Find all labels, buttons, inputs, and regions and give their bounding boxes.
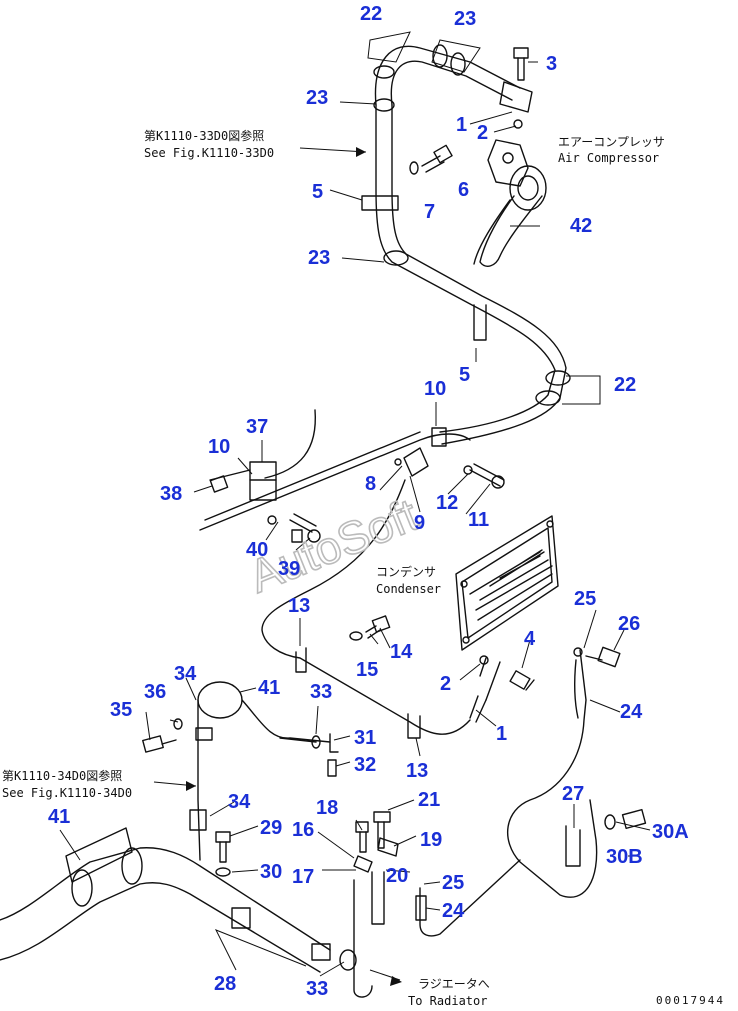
callout-24: 24 — [442, 900, 465, 922]
callout-23: 23 — [308, 247, 330, 269]
callout-14: 14 — [390, 641, 413, 663]
callout-33: 33 — [306, 978, 328, 1000]
callout-24: 24 — [620, 701, 643, 723]
upper-hose — [373, 44, 571, 445]
callout-11: 11 — [468, 509, 489, 531]
callout-4: 4 — [524, 628, 536, 650]
callout-38: 38 — [160, 483, 182, 505]
callout-23: 23 — [454, 8, 476, 30]
callout-18: 18 — [316, 797, 338, 819]
callout-9: 9 — [414, 512, 425, 534]
evap-lines — [199, 409, 471, 531]
callout-30B: 30B — [606, 846, 643, 868]
callout-35: 35 — [110, 699, 132, 721]
callout-26: 26 — [618, 613, 640, 635]
callout-22: 22 — [360, 3, 382, 25]
lower-hose — [0, 827, 357, 973]
radiator-label-jp: ラジエータへ — [418, 977, 490, 991]
callout-17: 17 — [292, 866, 314, 888]
callout-20: 20 — [386, 865, 408, 887]
compressor-label-en: Air Compressor — [558, 151, 659, 165]
callout-30A: 30A — [652, 821, 689, 843]
see-fig-34-jp: 第K1110-34D0図参照 — [2, 768, 122, 783]
callout-12: 12 — [436, 492, 458, 514]
callout-22: 22 — [614, 374, 636, 396]
callout-21: 21 — [418, 789, 440, 811]
callout-6: 6 — [458, 179, 469, 201]
callout-10: 10 — [208, 436, 230, 458]
compressor-label-jp: エアーコンプレッサ — [558, 135, 665, 149]
condenser-label-en: Condenser — [376, 582, 441, 596]
bolt-6 — [409, 144, 453, 175]
callout-25: 25 — [442, 872, 464, 894]
see-fig-34-en: See Fig.K1110-34D0 — [2, 786, 132, 800]
callout-8: 8 — [365, 473, 376, 495]
callout-33: 33 — [310, 681, 332, 703]
liquid-line — [261, 479, 471, 739]
air-compressor — [473, 139, 547, 267]
callout-32: 32 — [354, 754, 376, 776]
see-fig-33-en: See Fig.K1110-33D0 — [144, 146, 274, 160]
callout-27: 27 — [562, 783, 584, 805]
callout-25: 25 — [574, 588, 596, 610]
callout-1: 1 — [496, 723, 507, 745]
callout-5: 5 — [459, 364, 470, 386]
clips — [279, 733, 339, 777]
condenser — [455, 515, 559, 723]
callout-3: 3 — [546, 53, 557, 75]
line-art — [0, 44, 647, 998]
callout-5: 5 — [312, 181, 323, 203]
valve-assembly — [209, 447, 505, 543]
callout-41: 41 — [258, 677, 280, 699]
callout-1: 1 — [456, 114, 467, 136]
callout-39: 39 — [278, 558, 300, 580]
callout-16: 16 — [292, 819, 314, 841]
callouts: 22 23 3 23 1 2 5 7 6 42 23 5 22 10 37 10… — [48, 3, 689, 1000]
callout-42: 42 — [570, 215, 592, 237]
callout-29: 29 — [260, 817, 282, 839]
bolt-14 — [349, 615, 391, 641]
callout-13: 13 — [288, 595, 310, 617]
callout-2: 2 — [440, 673, 451, 695]
callout-40: 40 — [246, 539, 268, 561]
fitting-cluster — [353, 811, 521, 998]
condenser-label-jp: コンデンサ — [376, 564, 436, 579]
callout-37: 37 — [246, 416, 268, 438]
misc-bolts — [291, 529, 303, 543]
callout-23: 23 — [306, 87, 328, 109]
notes: 第K1110-33D0図参照 See Fig.K1110-33D0 エアーコンプ… — [2, 128, 665, 1008]
callout-31: 31 — [354, 727, 376, 749]
see-fig-33-jp: 第K1110-33D0図参照 — [144, 128, 264, 143]
callout-41: 41 — [48, 806, 70, 828]
hose-clamps — [361, 195, 487, 447]
callout-28: 28 — [214, 973, 236, 995]
callout-30: 30 — [260, 861, 282, 883]
callout-13: 13 — [406, 760, 428, 782]
leader-lines — [59, 31, 651, 981]
callout-34: 34 — [228, 791, 251, 813]
hose-24 — [506, 646, 647, 898]
callout-7: 7 — [424, 201, 435, 223]
document-id: 00017944 — [656, 994, 725, 1007]
leader-arrowheads — [186, 147, 402, 986]
bolt-3 — [513, 47, 529, 81]
callout-36: 36 — [144, 681, 166, 703]
callout-2: 2 — [477, 122, 488, 144]
bolt-29 — [215, 831, 231, 877]
callout-19: 19 — [420, 829, 442, 851]
hose-41-coil — [142, 681, 331, 861]
callout-15: 15 — [356, 659, 378, 681]
radiator-label-en: To Radiator — [408, 994, 487, 1008]
callout-10: 10 — [424, 378, 446, 400]
callout-34: 34 — [174, 663, 197, 685]
